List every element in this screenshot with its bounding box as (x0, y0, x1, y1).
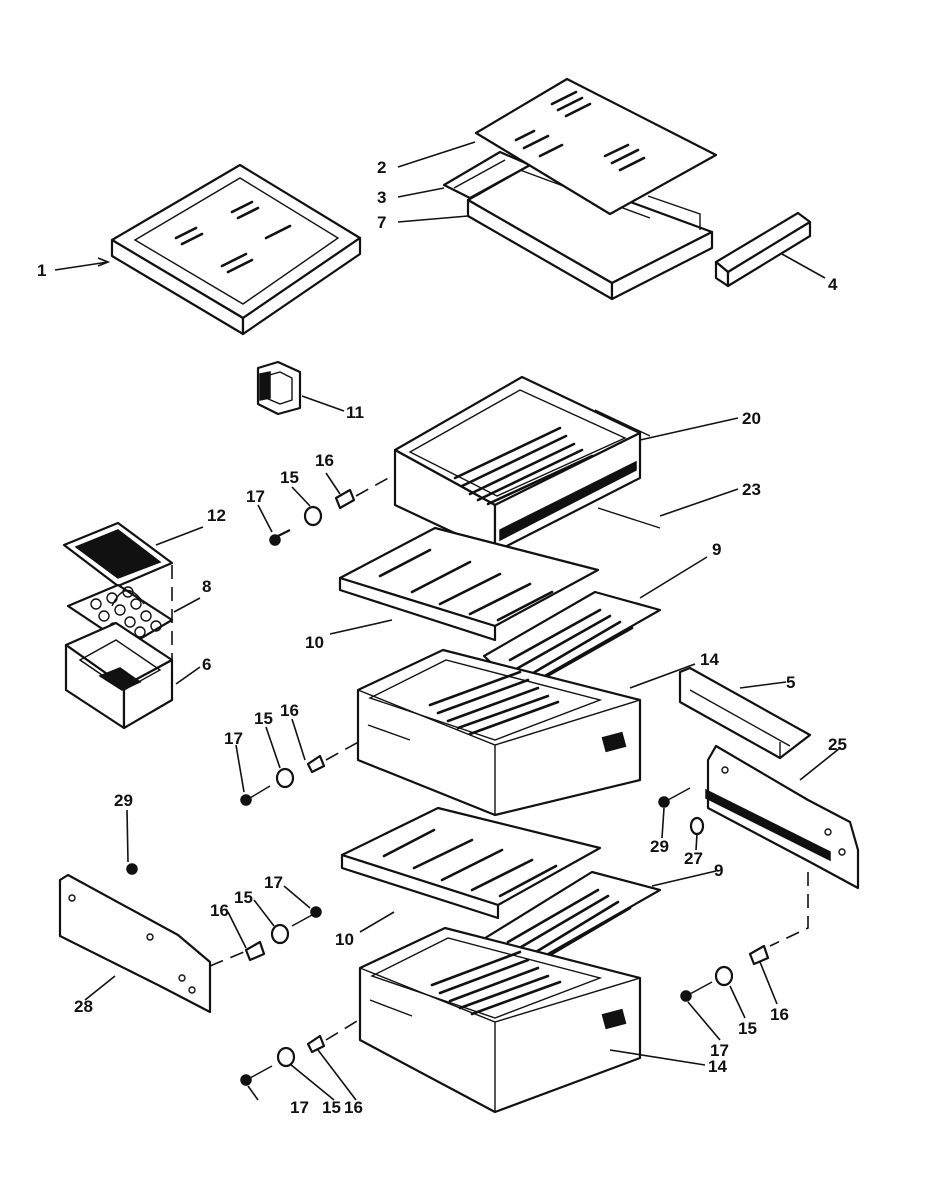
callout-23: 23 (742, 480, 761, 499)
part-10-crisper-glass-upper (338, 526, 600, 642)
callout-15-left-bracket: 15 (234, 888, 253, 907)
callout-5: 5 (786, 673, 795, 692)
callout-3: 3 (377, 188, 386, 207)
callout-27: 27 (684, 849, 703, 868)
callout-17-lower-drawer: 17 (290, 1098, 309, 1117)
callout-29-right: 29 (650, 837, 669, 856)
callout-28: 28 (74, 997, 93, 1016)
callout-1: 1 (37, 261, 46, 280)
hardware-upper-drawer (240, 739, 363, 806)
part-23-rod (597, 507, 661, 529)
part-20-upper-pan (393, 375, 651, 554)
part-10-crisper-glass-lower (340, 806, 602, 920)
part-12-bin-cover (62, 521, 174, 588)
callout-11: 11 (346, 403, 364, 422)
part-28-left-bracket (58, 873, 212, 1014)
callout-16-upper-drawer: 16 (280, 701, 299, 720)
part-14-crisper-drawer-upper (356, 648, 642, 817)
callout-16-left-bracket: 16 (210, 901, 229, 920)
callout-15-lower-drawer: 15 (322, 1098, 341, 1117)
callout-7: 7 (377, 213, 386, 232)
callout-15-upper-pan: 15 (280, 468, 299, 487)
callout-25: 25 (828, 735, 847, 754)
part-2-glass-insert (474, 77, 718, 216)
callout-14-lower: 14 (708, 1057, 727, 1076)
part-25-right-bracket (705, 744, 860, 890)
callout-17-upper-drawer: 17 (224, 729, 243, 748)
leader-lines (54, 141, 841, 1101)
callout-16-lower-drawer: 16 (344, 1098, 363, 1117)
hardware-right-bracket (658, 787, 809, 1002)
hardware-left-bracket (126, 863, 322, 967)
callout-15-upper-drawer: 15 (254, 709, 273, 728)
callout-8: 8 (202, 577, 211, 596)
callout-20: 20 (742, 409, 761, 428)
part-1-glass-shelf (110, 163, 362, 336)
callout-9-lower: 9 (714, 861, 723, 880)
callout-17-upper-pan: 17 (246, 487, 265, 506)
callout-17-left-bracket: 17 (264, 873, 283, 892)
callout-9-upper: 9 (712, 540, 721, 559)
callout-14-upper: 14 (700, 650, 719, 669)
part-5-divider (678, 666, 812, 760)
part-14-crisper-drawer-lower (358, 926, 642, 1114)
part-4-end-cap (714, 211, 812, 288)
part-6-storage-bin (64, 621, 174, 730)
callout-16-right-bracket: 16 (770, 1005, 789, 1024)
hardware-upper-pan (269, 475, 393, 546)
callout-15-right-bracket: 15 (738, 1019, 757, 1038)
callout-12: 12 (207, 506, 226, 525)
callout-4: 4 (828, 275, 838, 294)
hardware-lower-drawer-left (240, 1017, 363, 1086)
callout-17-right-bracket: 17 (710, 1041, 729, 1060)
part-7-shelf-frame (466, 163, 714, 301)
callout-29-left: 29 (114, 791, 133, 810)
callout-labels: 1 2 3 7 4 11 20 23 16 15 17 12 8 6 9 10 … (37, 158, 847, 1117)
part-11-clip (256, 360, 302, 416)
callout-10-upper: 10 (305, 633, 324, 652)
callout-6: 6 (202, 655, 211, 674)
callout-2: 2 (377, 158, 386, 177)
callout-16-upper-pan: 16 (315, 451, 334, 470)
callout-10-lower: 10 (335, 930, 354, 949)
